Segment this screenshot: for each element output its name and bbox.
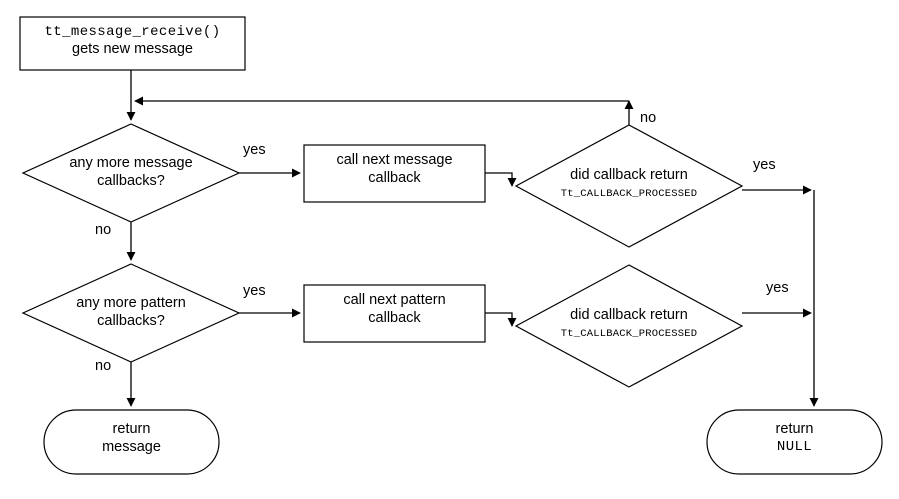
edge-call-message-to-return-decision <box>485 172 517 187</box>
return-null-terminator <box>706 409 883 475</box>
start-box <box>19 16 246 71</box>
decision-message-return-diamond <box>514 124 744 248</box>
edge-call-pattern-to-return-decision <box>485 312 517 327</box>
decision-pattern-return-diamond <box>514 264 744 388</box>
return-message-terminator <box>43 409 220 475</box>
decision-pattern-callbacks-diamond <box>21 263 241 363</box>
call-pattern-callback-box <box>303 284 486 343</box>
decision-message-callbacks-diamond <box>21 123 241 223</box>
call-message-callback-box <box>303 144 486 203</box>
